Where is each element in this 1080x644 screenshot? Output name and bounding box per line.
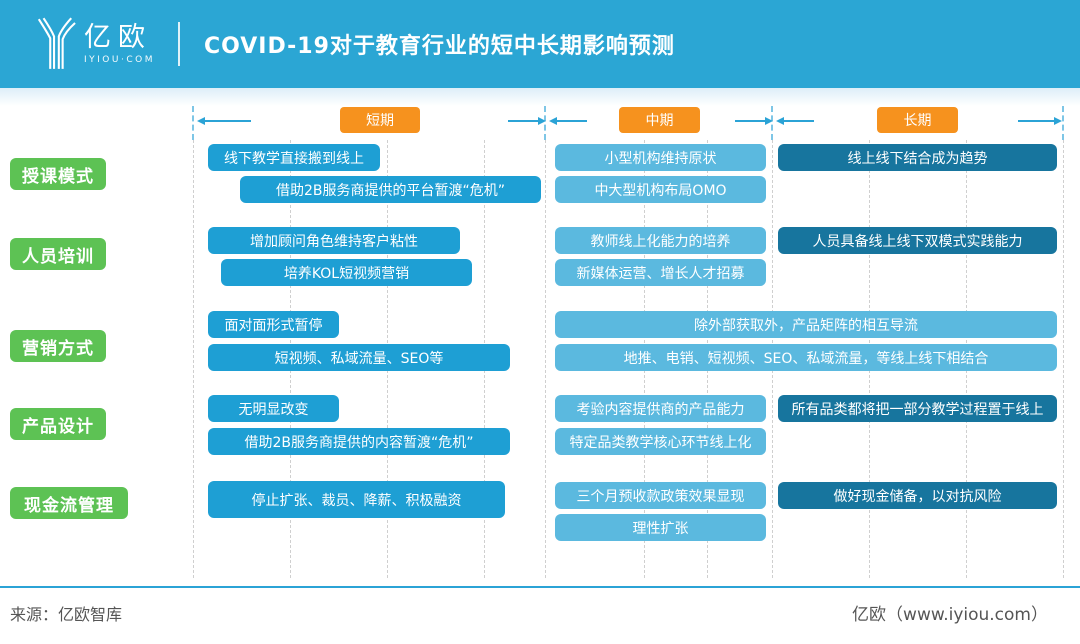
impact-box: 停止扩张、裁员、降薪、积极融资 bbox=[208, 481, 505, 518]
iyiou-logo: 亿欧 IYIOU·COM bbox=[34, 16, 155, 72]
grid-line bbox=[193, 140, 194, 578]
grid-line bbox=[1063, 140, 1064, 578]
arrow-left-icon bbox=[197, 117, 205, 125]
impact-box: 人员具备线上线下双模式实践能力 bbox=[778, 227, 1057, 254]
impact-box: 所有品类都将把一部分教学过程置于线上 bbox=[778, 395, 1057, 422]
timeline-arrow-line bbox=[205, 120, 251, 122]
period-pill-short: 短期 bbox=[340, 107, 420, 133]
timeline-divider bbox=[192, 106, 194, 140]
impact-box: 短视频、私域流量、SEO等 bbox=[208, 344, 510, 371]
row-label-teaching-mode: 授课模式 bbox=[10, 158, 106, 190]
impact-box: 地推、电销、短视频、SEO、私域流量，等线上线下相结合 bbox=[555, 344, 1057, 371]
impact-box: 小型机构维持原状 bbox=[555, 144, 766, 171]
timeline-arrow-line bbox=[557, 120, 587, 122]
impact-box: 三个月预收款政策效果显现 bbox=[555, 482, 766, 509]
impact-box: 借助2B服务商提供的内容暂渡“危机” bbox=[208, 428, 510, 455]
timeline-arrow-line bbox=[508, 120, 538, 122]
logo-text: 亿欧 bbox=[84, 22, 152, 53]
arrow-right-icon bbox=[538, 117, 546, 125]
impact-box: 线下教学直接搬到线上 bbox=[208, 144, 380, 171]
impact-box: 新媒体运营、增长人才招募 bbox=[555, 259, 766, 286]
arrow-left-icon bbox=[549, 117, 557, 125]
timeline-arrow-line bbox=[735, 120, 765, 122]
impact-box: 线上线下结合成为趋势 bbox=[778, 144, 1057, 171]
header-divider bbox=[178, 22, 180, 66]
logo-subtext: IYIOU·COM bbox=[84, 55, 155, 65]
period-pill-mid: 中期 bbox=[619, 107, 700, 133]
row-label-staff-training: 人员培训 bbox=[10, 238, 106, 270]
arrow-left-icon bbox=[776, 117, 784, 125]
row-label-product-design: 产品设计 bbox=[10, 408, 106, 440]
header-bar: 亿欧 IYIOU·COM COVID-19对于教育行业的短中长期影响预测 bbox=[0, 0, 1080, 88]
row-label-marketing: 营销方式 bbox=[10, 330, 106, 362]
timeline-arrow-line bbox=[1018, 120, 1054, 122]
source-text: 来源：亿欧智库 bbox=[10, 605, 123, 624]
arrow-right-icon bbox=[765, 117, 773, 125]
timeline-arrow-line bbox=[784, 120, 814, 122]
impact-box: 中大型机构布局OMO bbox=[555, 176, 766, 203]
period-pill-long: 长期 bbox=[877, 107, 958, 133]
impact-box: 教师线上化能力的培养 bbox=[555, 227, 766, 254]
row-label-cashflow: 现金流管理 bbox=[10, 487, 128, 519]
iyiou-logo-icon bbox=[37, 17, 76, 69]
impact-box: 除外部获取外，产品矩阵的相互导流 bbox=[555, 311, 1057, 338]
arrow-right-icon bbox=[1054, 117, 1062, 125]
impact-box: 特定品类教学核心环节线上化 bbox=[555, 428, 766, 455]
timeline-divider bbox=[1062, 106, 1064, 140]
footer-divider bbox=[0, 586, 1080, 588]
page-title: COVID-19对于教育行业的短中长期影响预测 bbox=[204, 34, 675, 59]
impact-box: 考验内容提供商的产品能力 bbox=[555, 395, 766, 422]
impact-box: 增加顾问角色维持客户粘性 bbox=[208, 227, 460, 254]
impact-box: 无明显改变 bbox=[208, 395, 339, 422]
impact-box: 做好现金储备，以对抗风险 bbox=[778, 482, 1057, 509]
impact-box: 借助2B服务商提供的平台暂渡“危机” bbox=[240, 176, 541, 203]
grid-line bbox=[545, 140, 546, 578]
impact-box: 理性扩张 bbox=[555, 514, 766, 541]
header-fade bbox=[0, 88, 1080, 106]
impact-box: 培养KOL短视频营销 bbox=[221, 259, 472, 286]
impact-box: 面对面形式暂停 bbox=[208, 311, 339, 338]
brand-text: 亿欧（www.iyiou.com） bbox=[852, 605, 1048, 625]
